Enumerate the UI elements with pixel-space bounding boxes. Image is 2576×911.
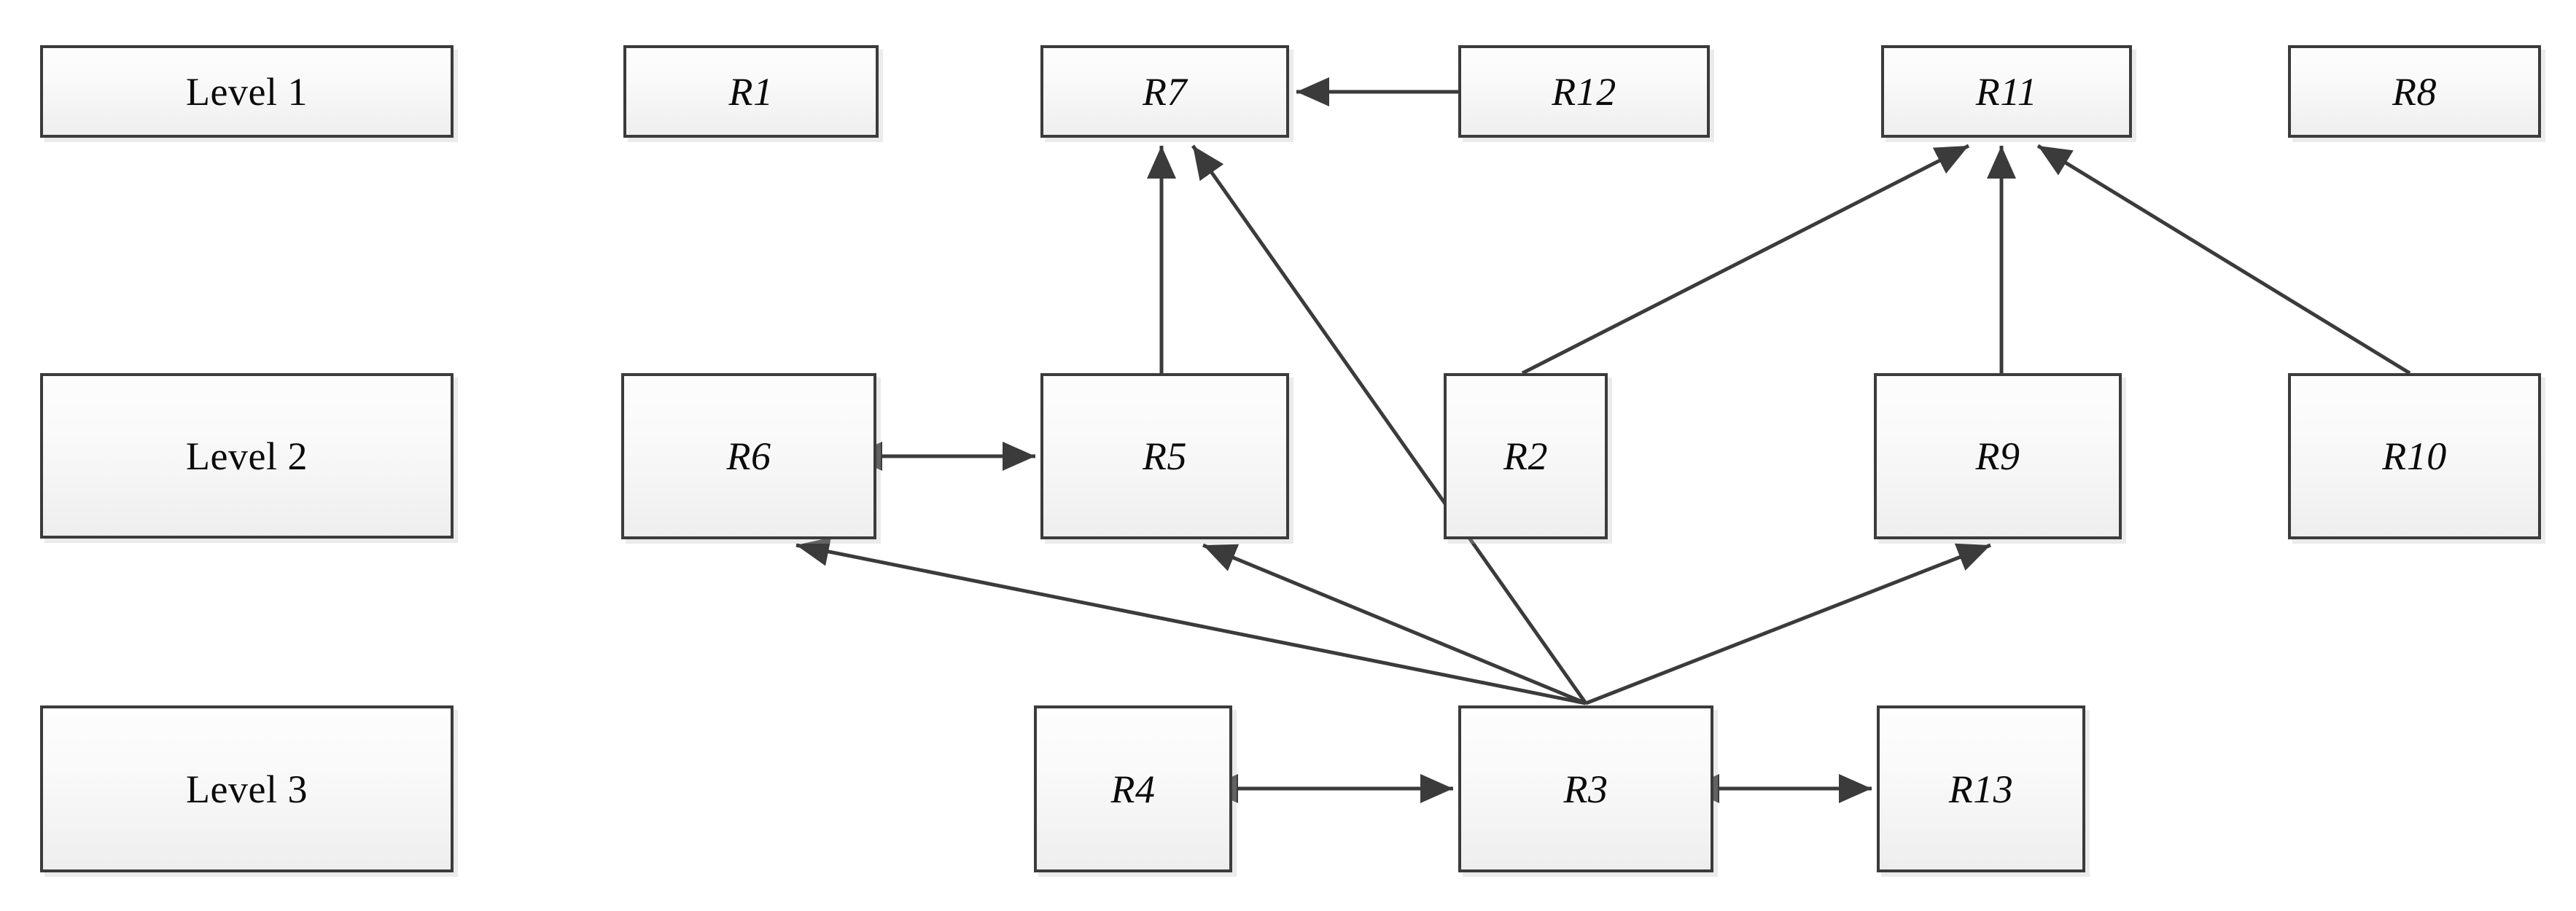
resource-node-r13[interactable]: R13 xyxy=(1877,705,2085,872)
resource-label: R6 xyxy=(726,434,771,478)
edge-r3-to-r9 xyxy=(1585,543,1991,705)
resource-node-r10[interactable]: R10 xyxy=(2288,373,2541,539)
resource-label: R3 xyxy=(1563,767,1608,811)
resource-label: R11 xyxy=(1975,69,2038,114)
resource-node-r9[interactable]: R9 xyxy=(1874,373,2122,539)
resource-label: R12 xyxy=(1552,69,1616,114)
level-box-level2[interactable]: Level 2 xyxy=(40,373,454,539)
resource-node-r11[interactable]: R11 xyxy=(1881,45,2132,138)
edge-r10-to-r11 xyxy=(2036,144,2411,375)
resource-label: R9 xyxy=(1975,434,2020,478)
resource-label: R5 xyxy=(1143,434,1187,478)
level-box-level1[interactable]: Level 1 xyxy=(40,45,454,138)
resource-label: R2 xyxy=(1503,434,1548,478)
resource-label: R8 xyxy=(2392,69,2437,114)
level-label: Level 2 xyxy=(186,434,308,478)
edge-r3-to-r5 xyxy=(1202,543,1587,705)
edge-r2-to-r11 xyxy=(1521,144,1970,375)
resource-label: R4 xyxy=(1110,767,1156,811)
resource-node-r4[interactable]: R4 xyxy=(1034,705,1232,872)
resource-node-r2[interactable]: R2 xyxy=(1444,373,1608,539)
resource-label: R10 xyxy=(2382,434,2447,478)
resource-node-r8[interactable]: R8 xyxy=(2288,45,2541,138)
resource-label: R1 xyxy=(728,69,774,114)
level-label: Level 1 xyxy=(186,69,308,114)
level-label: Level 3 xyxy=(186,767,308,811)
resource-label: R13 xyxy=(1948,767,2014,811)
resource-node-r3[interactable]: R3 xyxy=(1458,705,1713,872)
resource-node-r5[interactable]: R5 xyxy=(1040,373,1289,539)
resource-node-r6[interactable]: R6 xyxy=(621,373,876,539)
resource-node-r7[interactable]: R7 xyxy=(1040,45,1289,138)
resource-label: R7 xyxy=(1143,69,1187,114)
resource-node-r12[interactable]: R12 xyxy=(1458,45,1710,138)
resource-node-r1[interactable]: R1 xyxy=(623,45,879,138)
level-box-level3[interactable]: Level 3 xyxy=(40,705,454,872)
edge-r3-to-r6 xyxy=(795,537,1587,705)
